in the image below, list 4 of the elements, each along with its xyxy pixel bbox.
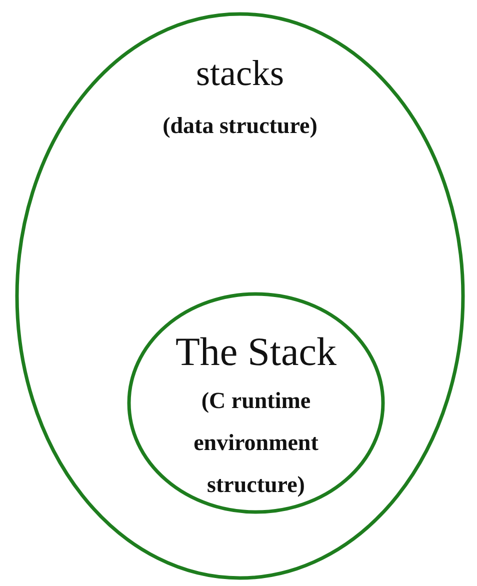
subtitle-text: (data structure) (162, 112, 318, 140)
heading-text: The Stack (174, 328, 338, 376)
heading-text: stacks (195, 52, 285, 95)
subtitle-text: (C runtime environment structure) (192, 387, 320, 499)
